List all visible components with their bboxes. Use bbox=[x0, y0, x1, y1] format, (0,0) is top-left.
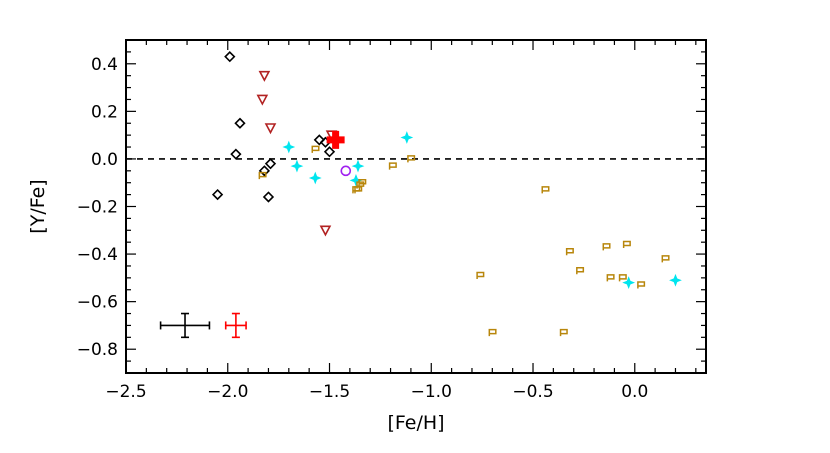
data-point-flag bbox=[541, 186, 550, 194]
x-tick-label: −2.5 bbox=[105, 382, 146, 402]
data-point-flag bbox=[407, 155, 416, 163]
data-point-bold-cross bbox=[326, 130, 345, 149]
data-point-flag bbox=[358, 178, 367, 187]
x-axis-title: [Fe/H] bbox=[387, 412, 444, 434]
data-point-circle bbox=[340, 165, 352, 177]
error-bar bbox=[224, 312, 247, 339]
data-point-diamond bbox=[262, 191, 275, 203]
data-point-flag bbox=[622, 240, 631, 249]
data-point-flag bbox=[602, 243, 611, 251]
y-tick-label: −0.6 bbox=[77, 293, 118, 313]
x-tick-label: 0.0 bbox=[621, 382, 648, 402]
data-point-flag bbox=[356, 181, 365, 189]
plot-frame bbox=[125, 39, 707, 374]
data-point-triangle bbox=[264, 123, 277, 135]
data-point-star bbox=[290, 159, 304, 173]
data-point-diamond bbox=[234, 117, 246, 129]
data-point-triangle bbox=[256, 94, 269, 106]
data-point-flag bbox=[606, 274, 615, 282]
data-point-flag bbox=[488, 328, 497, 337]
data-point-diamond bbox=[313, 134, 325, 146]
chart-axes: −2.5 −2.0 −1.5 −1.0 −0.5 0.0 −0.8 −0.6 −0.4 −0.2 0… bbox=[77, 39, 706, 402]
data-point-flag bbox=[661, 255, 670, 263]
y-tick-label: −0.8 bbox=[77, 340, 118, 360]
chart-marks bbox=[126, 51, 706, 339]
data-point-flag bbox=[476, 271, 485, 279]
data-point-star bbox=[351, 159, 365, 173]
error-bar bbox=[159, 312, 211, 339]
data-point-diamond bbox=[211, 188, 224, 201]
y-tick-label: 0.4 bbox=[91, 55, 118, 75]
data-point-star bbox=[669, 273, 682, 287]
data-point-flag bbox=[576, 266, 585, 275]
data-point-diamond bbox=[230, 148, 242, 160]
y-tick-label: 0.0 bbox=[91, 150, 118, 170]
data-point-diamond bbox=[264, 158, 277, 170]
data-point-star bbox=[282, 140, 296, 154]
data-point-triangle bbox=[319, 225, 332, 237]
x-tick-label: −2.0 bbox=[207, 382, 248, 402]
data-point-flag bbox=[637, 281, 646, 289]
data-point-flag bbox=[565, 247, 574, 256]
data-point-diamond bbox=[323, 146, 336, 158]
y-tick-label: −0.2 bbox=[77, 198, 118, 218]
data-point-diamond bbox=[258, 165, 271, 177]
data-point-star bbox=[400, 131, 414, 144]
y-axis-title: [Y/Fe] bbox=[27, 179, 49, 233]
data-point-flag bbox=[618, 274, 627, 282]
x-tick-label: −0.5 bbox=[512, 382, 553, 402]
data-point-flag bbox=[311, 145, 320, 153]
data-point-flag bbox=[258, 171, 267, 180]
x-tick-label: −1.5 bbox=[309, 382, 350, 402]
data-point-star bbox=[622, 276, 636, 289]
x-tick-label: −1.0 bbox=[411, 382, 452, 402]
data-point-flag bbox=[388, 162, 397, 170]
data-point-diamond bbox=[224, 51, 236, 63]
data-point-star bbox=[308, 171, 322, 185]
y-tick-label: −0.4 bbox=[77, 245, 118, 265]
data-point-flag bbox=[354, 186, 363, 194]
data-point-flag bbox=[559, 328, 568, 337]
y-tick-label: 0.2 bbox=[91, 102, 118, 122]
data-point-triangle bbox=[258, 70, 271, 82]
